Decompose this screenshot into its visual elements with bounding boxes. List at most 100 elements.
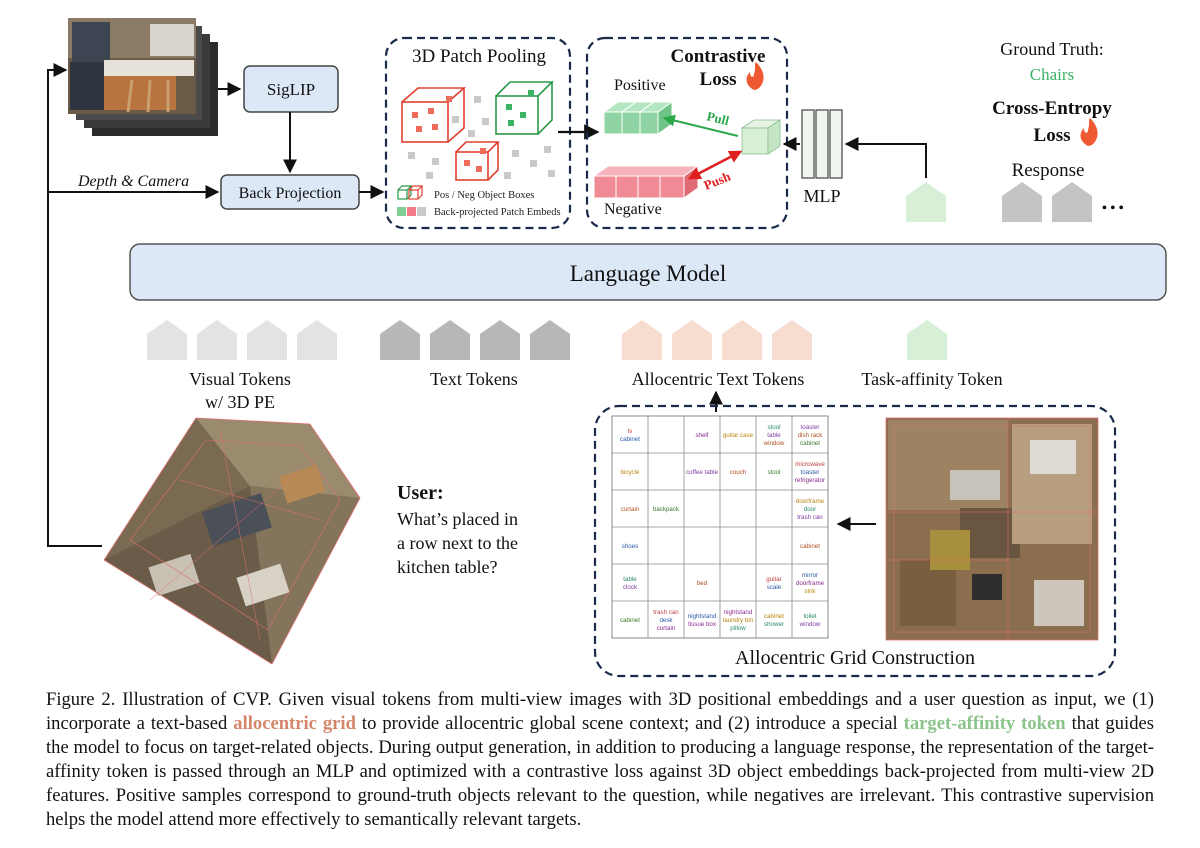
grid-cell-label: mirror	[802, 572, 818, 579]
mlp-block: MLP	[801, 109, 843, 206]
grid-cell-label: window	[799, 621, 821, 628]
caption-part-3: that guides the model to focus on target…	[46, 713, 1154, 830]
caption-allocentric-grid: allocentric grid	[233, 713, 356, 734]
legend-boxes-label: Pos / Neg Object Boxes	[434, 190, 534, 201]
user-question-1: What’s placed in	[397, 509, 518, 529]
grid-cell-label: table	[623, 576, 637, 583]
contrastive-loss-panel: Contrastive Loss Positive Negative Pull …	[585, 36, 789, 230]
positive-object-box	[495, 81, 554, 135]
top-down-scene	[885, 417, 1099, 641]
grid-cell-label: sink	[804, 588, 816, 595]
grid-cell-label: dish rack	[798, 432, 824, 439]
target-embed	[740, 119, 782, 155]
caption-part-1: Figure 2. Illustration of CVP. Given vis…	[46, 689, 1154, 734]
grid-cell-label: trash can	[653, 609, 679, 616]
grid-cell-label: tissue box	[688, 621, 717, 628]
siglip-box: SigLIP	[243, 65, 339, 113]
user-label: User:	[397, 482, 444, 504]
cross-entropy-title-2: Loss	[1034, 125, 1071, 146]
ground-truth-value: Chairs	[1030, 65, 1074, 84]
user-question-2: a row next to the	[397, 533, 518, 553]
pull-arrow	[662, 114, 739, 137]
3d-scene	[103, 417, 361, 665]
grid-cell-label: shelf	[695, 432, 708, 439]
grid-cell-label: shower	[764, 621, 784, 628]
grid-cell-label: tv	[628, 428, 634, 435]
scene-to-encoder-line	[47, 63, 102, 547]
output-task-token	[906, 182, 946, 222]
grid-cell-label: stool	[767, 424, 780, 431]
grid-cell-label: cabinet	[620, 436, 640, 443]
response-ellipsis: • • •	[1102, 201, 1124, 216]
grid-cell-label: nightstand	[688, 613, 717, 620]
pull-label: Pull	[705, 108, 731, 128]
grid-cell-label: guitar case	[723, 432, 754, 439]
positive-embeds	[602, 101, 674, 135]
response-token	[1052, 182, 1092, 222]
grid-cell-label: stool	[767, 469, 780, 476]
grid-cell-label: doorframe	[796, 580, 825, 587]
cross-entropy-title-1: Cross-Entropy	[992, 98, 1112, 119]
response-label: Response	[1012, 160, 1085, 181]
grid-cell-label: cabinet	[764, 613, 784, 620]
grid-cell-label: curtain	[657, 625, 676, 632]
allocentric-tokens-label: Allocentric Text Tokens	[632, 369, 805, 389]
language-model-box: Language Model	[129, 243, 1167, 301]
patch-pooling-panel: 3D Patch Pooling	[384, 36, 572, 230]
figure-caption: Figure 2. Illustration of CVP. Given vis…	[46, 688, 1154, 832]
caption-part-2: to provide allocentric global scene cont…	[355, 713, 904, 734]
siglip-label: SigLIP	[267, 80, 315, 99]
grid-cell-label: doorframe	[796, 498, 825, 505]
grid-cell-label: pillow	[730, 625, 746, 632]
flame-icon-2	[1080, 118, 1098, 146]
language-model-label: Language Model	[570, 261, 726, 286]
grid-cell-label: door	[804, 506, 816, 513]
flame-icon	[746, 62, 764, 90]
visual-tokens-label-1: Visual Tokens	[189, 369, 291, 389]
grid-cell-label: backpack	[653, 506, 680, 513]
allocentric-grid-title: Allocentric Grid Construction	[735, 647, 975, 669]
back-projection-label: Back Projection	[239, 185, 342, 202]
grid-cell-label: microwave	[795, 461, 825, 468]
grid-cell-label: window	[763, 440, 785, 447]
response-token	[1002, 182, 1042, 222]
contrastive-title-1: Contrastive	[671, 46, 766, 67]
grid-cell-label: scale	[767, 584, 782, 591]
legend-embeds-label: Back-projected Patch Embeds	[434, 207, 561, 218]
caption-target-affinity-token: target-affinity token	[903, 713, 1066, 734]
allocentric-tokens	[622, 320, 812, 360]
cvp-diagram: Depth & Camera SigLIP Back Projection 3D…	[47, 18, 1167, 678]
grid-cell-label: refrigerator	[795, 477, 825, 484]
negative-label: Negative	[604, 201, 662, 218]
grid-cell-label: curtain	[621, 506, 640, 513]
contrastive-title-2: Loss	[700, 69, 737, 90]
grid-cell-label: table	[767, 432, 781, 439]
task-affinity-token-label: Task-affinity Token	[861, 369, 1002, 389]
visual-tokens-label-2: w/ 3D PE	[205, 392, 275, 412]
grid-cell-label: nightstand	[724, 609, 753, 616]
grid-cell-label: clock	[623, 584, 638, 591]
push-label: Push	[702, 168, 734, 192]
grid-cell-label: cabinet	[800, 440, 820, 447]
grid-cell-label: toilet	[803, 613, 816, 620]
depth-camera-label: Depth & Camera	[77, 173, 189, 190]
grid-cell-label: toaster	[801, 469, 820, 476]
text-tokens	[380, 320, 570, 360]
mlp-label: MLP	[803, 186, 840, 206]
negative-embeds	[592, 165, 700, 199]
grid-cell-label: desk	[659, 617, 673, 624]
positive-label: Positive	[614, 77, 666, 94]
text-tokens-label: Text Tokens	[430, 369, 518, 389]
grid-cell-label: toaster	[801, 424, 820, 431]
task-token-to-mlp-line	[844, 137, 927, 178]
visual-tokens	[147, 320, 337, 360]
grid-cell-label: laundry bin	[723, 617, 754, 624]
grid-cell-label: trash can	[797, 514, 823, 521]
push-arrow	[687, 150, 743, 180]
user-question-3: kitchen table?	[397, 557, 497, 577]
grid-cell-label: bicycle	[621, 469, 640, 476]
grid-cell-label: couch	[730, 469, 747, 476]
grid-cell-label: cabinet	[800, 543, 820, 550]
